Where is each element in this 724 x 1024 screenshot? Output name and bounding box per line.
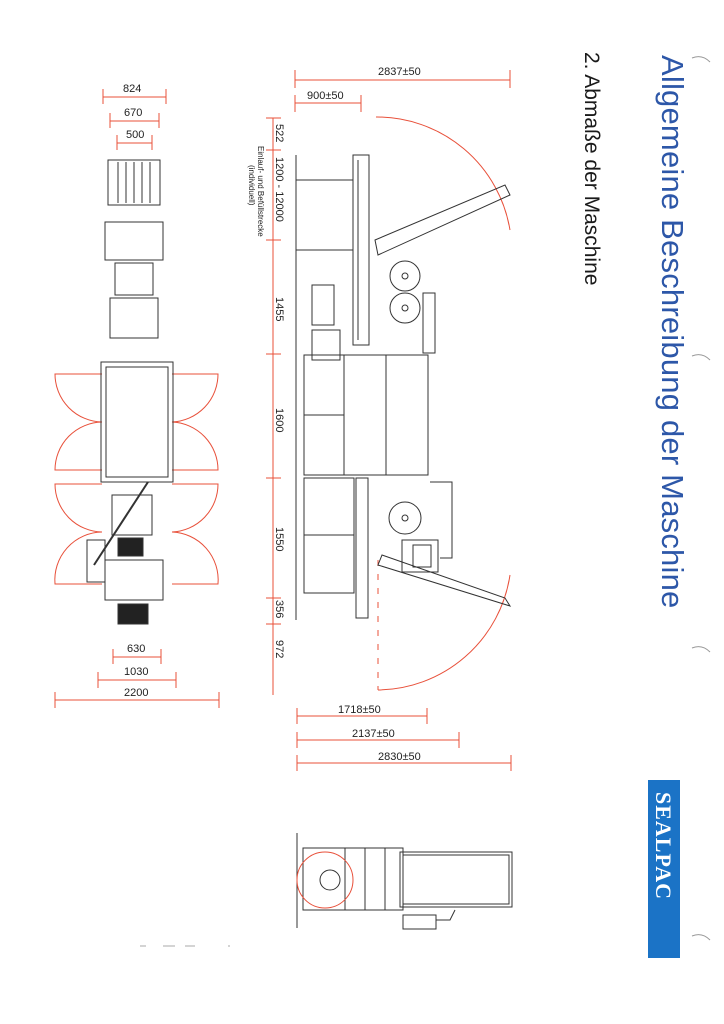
dim-670: 670	[124, 107, 143, 119]
dim-overall-length-top: 2837±50	[378, 66, 421, 78]
dim-824: 824	[123, 83, 142, 95]
dim-630: 630	[127, 643, 146, 655]
dim-500: 500	[126, 129, 145, 141]
dim-2830: 2830±50	[378, 751, 421, 763]
dim-2137: 2137±50	[352, 728, 395, 740]
dim-1718: 1718±50	[338, 704, 381, 716]
sealpac-logo: SEALPAC	[648, 780, 680, 958]
dim-infeed-height: 900±50	[307, 90, 344, 102]
dim-1030: 1030	[124, 666, 149, 678]
dim-2200: 2200	[124, 687, 149, 699]
